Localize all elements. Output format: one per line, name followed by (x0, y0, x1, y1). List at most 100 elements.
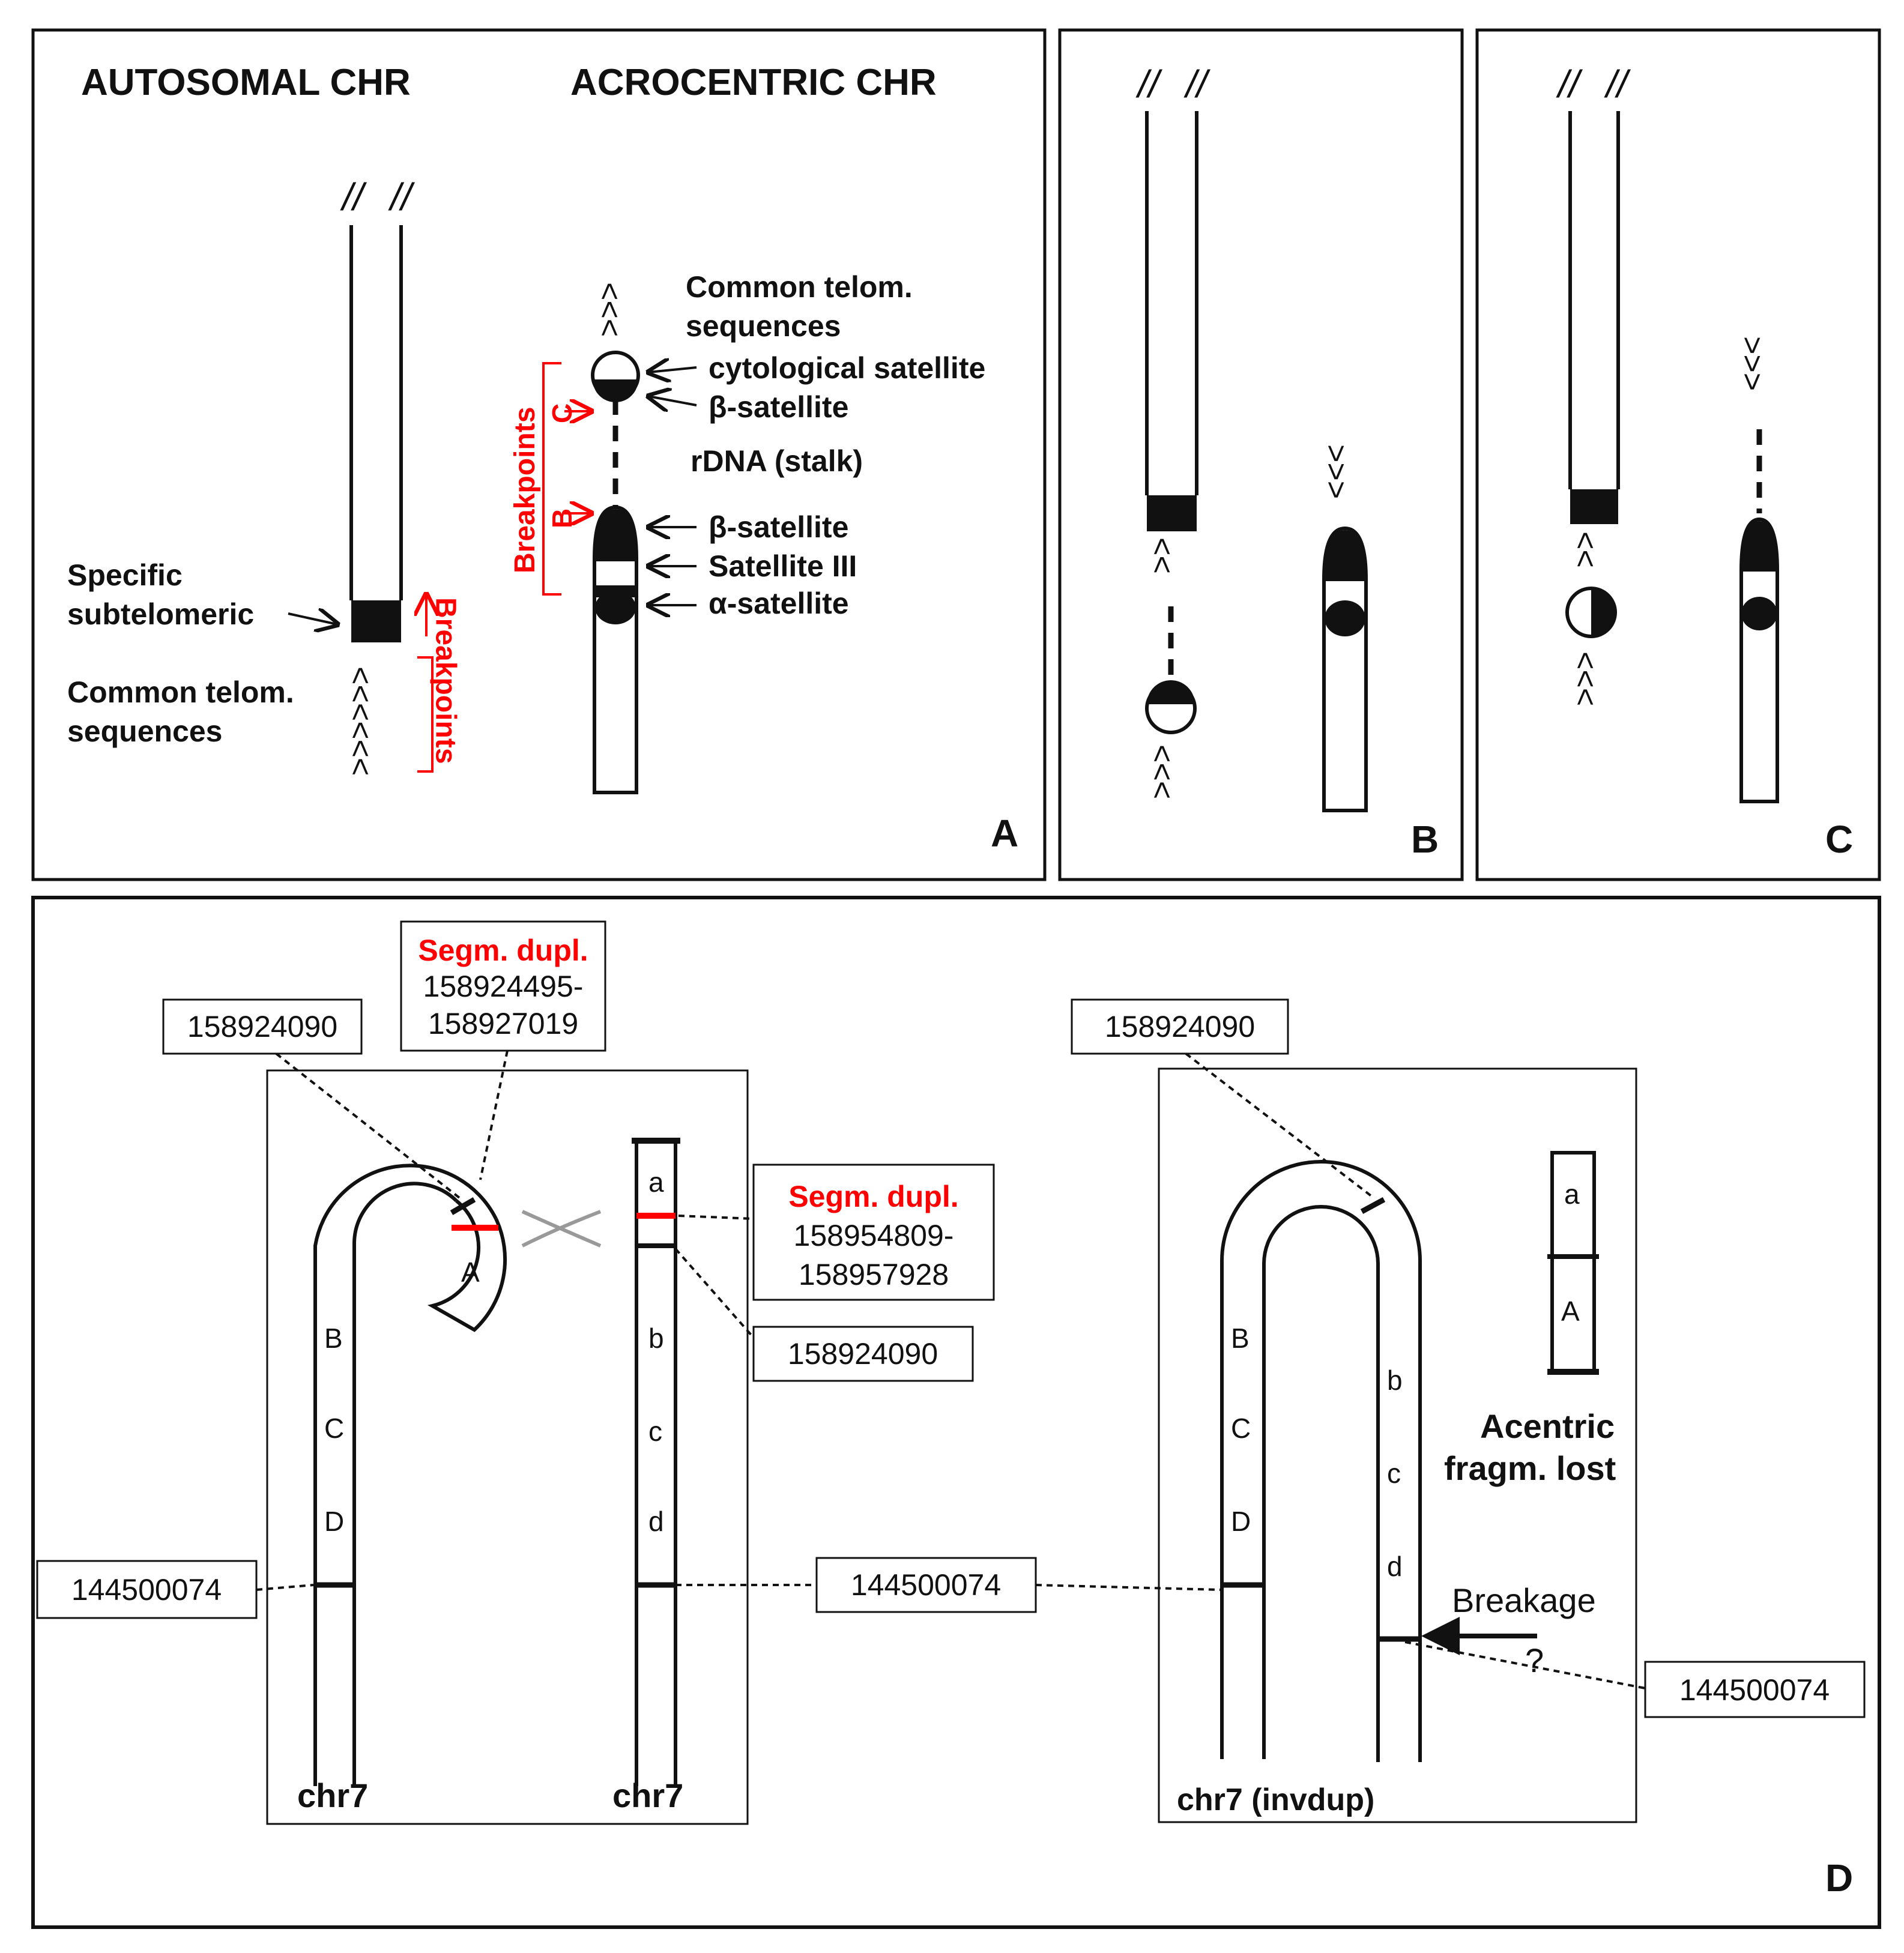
box (1644, 1661, 1866, 1718)
segm-dupl-2-start: 158954809- (794, 1219, 954, 1252)
breakpoints-label: Breakpoints (430, 597, 462, 764)
break-mark: // (1604, 62, 1631, 106)
telomere-repeats: << (1568, 531, 1603, 568)
box (1071, 998, 1289, 1055)
subtelomeric-block (1570, 489, 1618, 524)
beta-satellite-block (1324, 530, 1366, 581)
autosomal-breakpoints: Breakpoints (417, 594, 462, 773)
subtelomeric-block (351, 600, 401, 642)
leader-line (1035, 1584, 1221, 1591)
common-telom-left-label-2: sequences (67, 714, 222, 748)
leader-line (256, 1584, 314, 1591)
segment-upper-a: A (1561, 1296, 1580, 1327)
label-box-158924090-left: 158924090 (162, 998, 363, 1055)
cytological-satellite-label: cytological satellite (709, 351, 985, 385)
segment-lower-d: d (1387, 1551, 1403, 1582)
beta-satellite-lower-label: β-satellite (709, 510, 848, 544)
breakage-question: ? (1525, 1641, 1544, 1679)
label-box-segm-dupl-2: Segm. dupl. 158954809- 158957928 (752, 1164, 995, 1301)
alpha-satellite-block (1325, 600, 1365, 636)
chr7-hook: A B C D chr7 (297, 1164, 507, 1814)
leader-line (678, 1215, 754, 1220)
position-label: 144500074 (851, 1568, 1001, 1602)
chr7-hook-outer (313, 1164, 498, 1786)
position-label: 158924090 (788, 1337, 938, 1371)
beta-satellite-block (1741, 521, 1777, 572)
segment-upper-a: A (461, 1257, 480, 1288)
break-mark: // (388, 175, 416, 219)
box (162, 998, 363, 1055)
panel-c-border (1475, 28, 1881, 881)
segm-dupl-2-box (752, 1164, 995, 1301)
rdna-stalk-label: rDNA (stalk) (691, 444, 863, 478)
chr7-straight: a b c d chr7 (612, 1138, 683, 1814)
beta-satellite-cap (593, 379, 638, 402)
telomere-repeats: <<< (1144, 744, 1179, 799)
panel-c-letter: C (1825, 818, 1853, 861)
specific-subtelomeric-label: Specific (67, 558, 183, 592)
invdup-outer (1220, 1160, 1422, 1762)
position-label: 158924090 (1105, 1010, 1255, 1043)
panel-b-letter: B (1411, 818, 1439, 861)
subtelomeric-block (1147, 495, 1197, 531)
box (752, 1326, 974, 1382)
panel-b: // // << <<< >>> B (1058, 28, 1464, 881)
telomere-repeats: << (1144, 537, 1179, 574)
chr7-invdup-label: chr7 (invdup) (1177, 1782, 1374, 1817)
acrocentric-chromosome: <<< (591, 282, 640, 794)
breakpoints-vertical-label: Breakpoints (509, 407, 541, 573)
alpha-satellite-block (595, 591, 636, 624)
segm-dupl-1-start: 158924495- (423, 970, 584, 1003)
leader-line (1404, 1641, 1646, 1689)
position-label: 144500074 (1679, 1673, 1830, 1707)
panel-d: A B C D chr7 a b c d chr7 (31, 896, 1881, 1929)
satellite-iii-label: Satellite III (709, 549, 857, 583)
specific-subtelomeric-label-2: subtelomeric (67, 597, 254, 631)
panel-d-letter: D (1825, 1856, 1853, 1900)
chr7-hook-tip (427, 1199, 507, 1332)
segm-dupl-2-end: 158957928 (799, 1258, 949, 1291)
alpha-satellite-block (1741, 597, 1777, 630)
label-box-144500074-right: 144500074 (1644, 1661, 1866, 1718)
panel-d-border (31, 896, 1881, 1929)
breakpoint-c-label: C (546, 403, 578, 423)
segment-upper-d: D (324, 1506, 344, 1537)
chr7-left-label: chr7 (297, 1776, 368, 1814)
telomere-repeats: <<< (1568, 651, 1603, 706)
autosomal-chromosome: // // <<<<<< (340, 175, 416, 776)
leader-line (1185, 1052, 1373, 1198)
segment-upper-d: D (1231, 1506, 1251, 1537)
inner-box-right (1158, 1067, 1637, 1823)
position-label: 144500074 (71, 1573, 222, 1607)
panel-c: // // << <<< >>> C (1475, 28, 1881, 881)
segment-lower-b: b (648, 1323, 664, 1354)
inner-box-left (266, 1069, 749, 1825)
acentric-fragment: a A Acentric fragm. lost (1444, 1151, 1616, 1487)
breakpoint-bracket (417, 656, 434, 773)
chr7-invdup: B C D b c d chr7 (invdup) (1177, 1160, 1422, 1817)
panel-b-border (1058, 28, 1464, 881)
position-label: 158924090 (187, 1010, 337, 1043)
telomere-repeats: <<< (592, 282, 627, 337)
acentric-label: Acentric (1480, 1407, 1615, 1445)
segment-lower-d: d (648, 1506, 664, 1537)
break-mark: // (340, 175, 367, 219)
segm-dupl-1-box (400, 920, 606, 1052)
segment-lower-c: c (1387, 1458, 1401, 1489)
segment-lower-b: b (1387, 1365, 1403, 1396)
heading-acrocentric: ACROCENTRIC CHR (570, 62, 937, 103)
chr7-hook-inner (352, 1182, 458, 1786)
acrocentric-body (1322, 526, 1368, 812)
alpha-satellite-label: α-satellite (709, 587, 849, 620)
beta-satellite-cap (1591, 588, 1615, 636)
telomere-repeats: <<<<<< (343, 666, 378, 776)
segm-dupl-1-end: 158927019 (428, 1007, 578, 1040)
segment-upper-c: C (324, 1413, 344, 1444)
acrocentric-breakpoints: Breakpoints C B (509, 362, 591, 596)
leader-line (674, 1248, 755, 1339)
segment-lower-c: c (648, 1416, 662, 1447)
beta-satellite-block (594, 509, 636, 561)
heading-autosomal: AUTOSOMAL CHR (81, 62, 411, 103)
leader-lines (256, 1050, 1646, 1689)
